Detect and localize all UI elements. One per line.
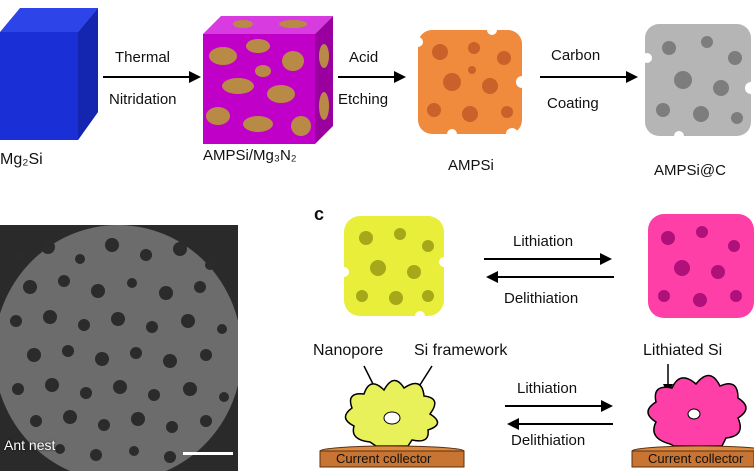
step1-top-label: Thermal: [115, 49, 171, 66]
step2-bottom-label: Etching: [338, 91, 389, 108]
scale-bar: [183, 452, 233, 455]
ampsi-label: AMPSi: [448, 157, 494, 174]
top-double-arrow: [484, 253, 614, 283]
lithiated-si-label: Lithiated Si: [643, 342, 723, 359]
ampsi-mg3n2-cube: [203, 16, 333, 144]
lithiated-si-blob: [647, 364, 747, 447]
si-framework-cube-yellow: [339, 216, 449, 321]
ampsi-c-label: AMPSi@C: [654, 162, 726, 179]
panel-c-letter: c: [314, 204, 325, 224]
bottom-lithiation-label: Lithiation: [517, 380, 578, 397]
step3-arrow: [540, 71, 638, 83]
step3-bottom-label: Coating: [547, 95, 599, 112]
si-framework-blob: [344, 365, 439, 447]
top-lithiation-label: Lithiation: [513, 233, 574, 250]
mg2si-label: Mg₂Si: [0, 151, 43, 168]
step3-top-label: Carbon: [551, 47, 601, 64]
ampsi-mg3n2-label: AMPSi/Mg₃N₂: [203, 147, 297, 164]
nanopore-label: Nanopore: [313, 342, 384, 359]
ampsi-c-porous-cube: [642, 24, 754, 141]
bottom-double-arrow: [505, 400, 613, 430]
mg2si-block: [0, 8, 98, 140]
top-delithiation-label: Delithiation: [504, 290, 579, 307]
ampsi-porous-cube: [413, 25, 528, 140]
ant-nest-photo: Ant nest: [0, 225, 238, 471]
current-collector-left: [319, 445, 465, 468]
current-collector-right-label: Current collector: [648, 451, 744, 466]
current-collector-right: [631, 445, 754, 468]
bottom-delithiation-label: Delithiation: [511, 432, 586, 449]
step2-top-label: Acid: [349, 49, 379, 66]
step1-bottom-label: Nitridation: [109, 91, 177, 108]
lithiated-cube-pink: [648, 214, 754, 318]
step1-arrow: [103, 71, 201, 83]
current-collector-left-label: Current collector: [336, 451, 432, 466]
ant-nest-label: Ant nest: [4, 437, 56, 453]
si-framework-label: Si framework: [414, 342, 508, 359]
step2-arrow: [338, 71, 406, 83]
